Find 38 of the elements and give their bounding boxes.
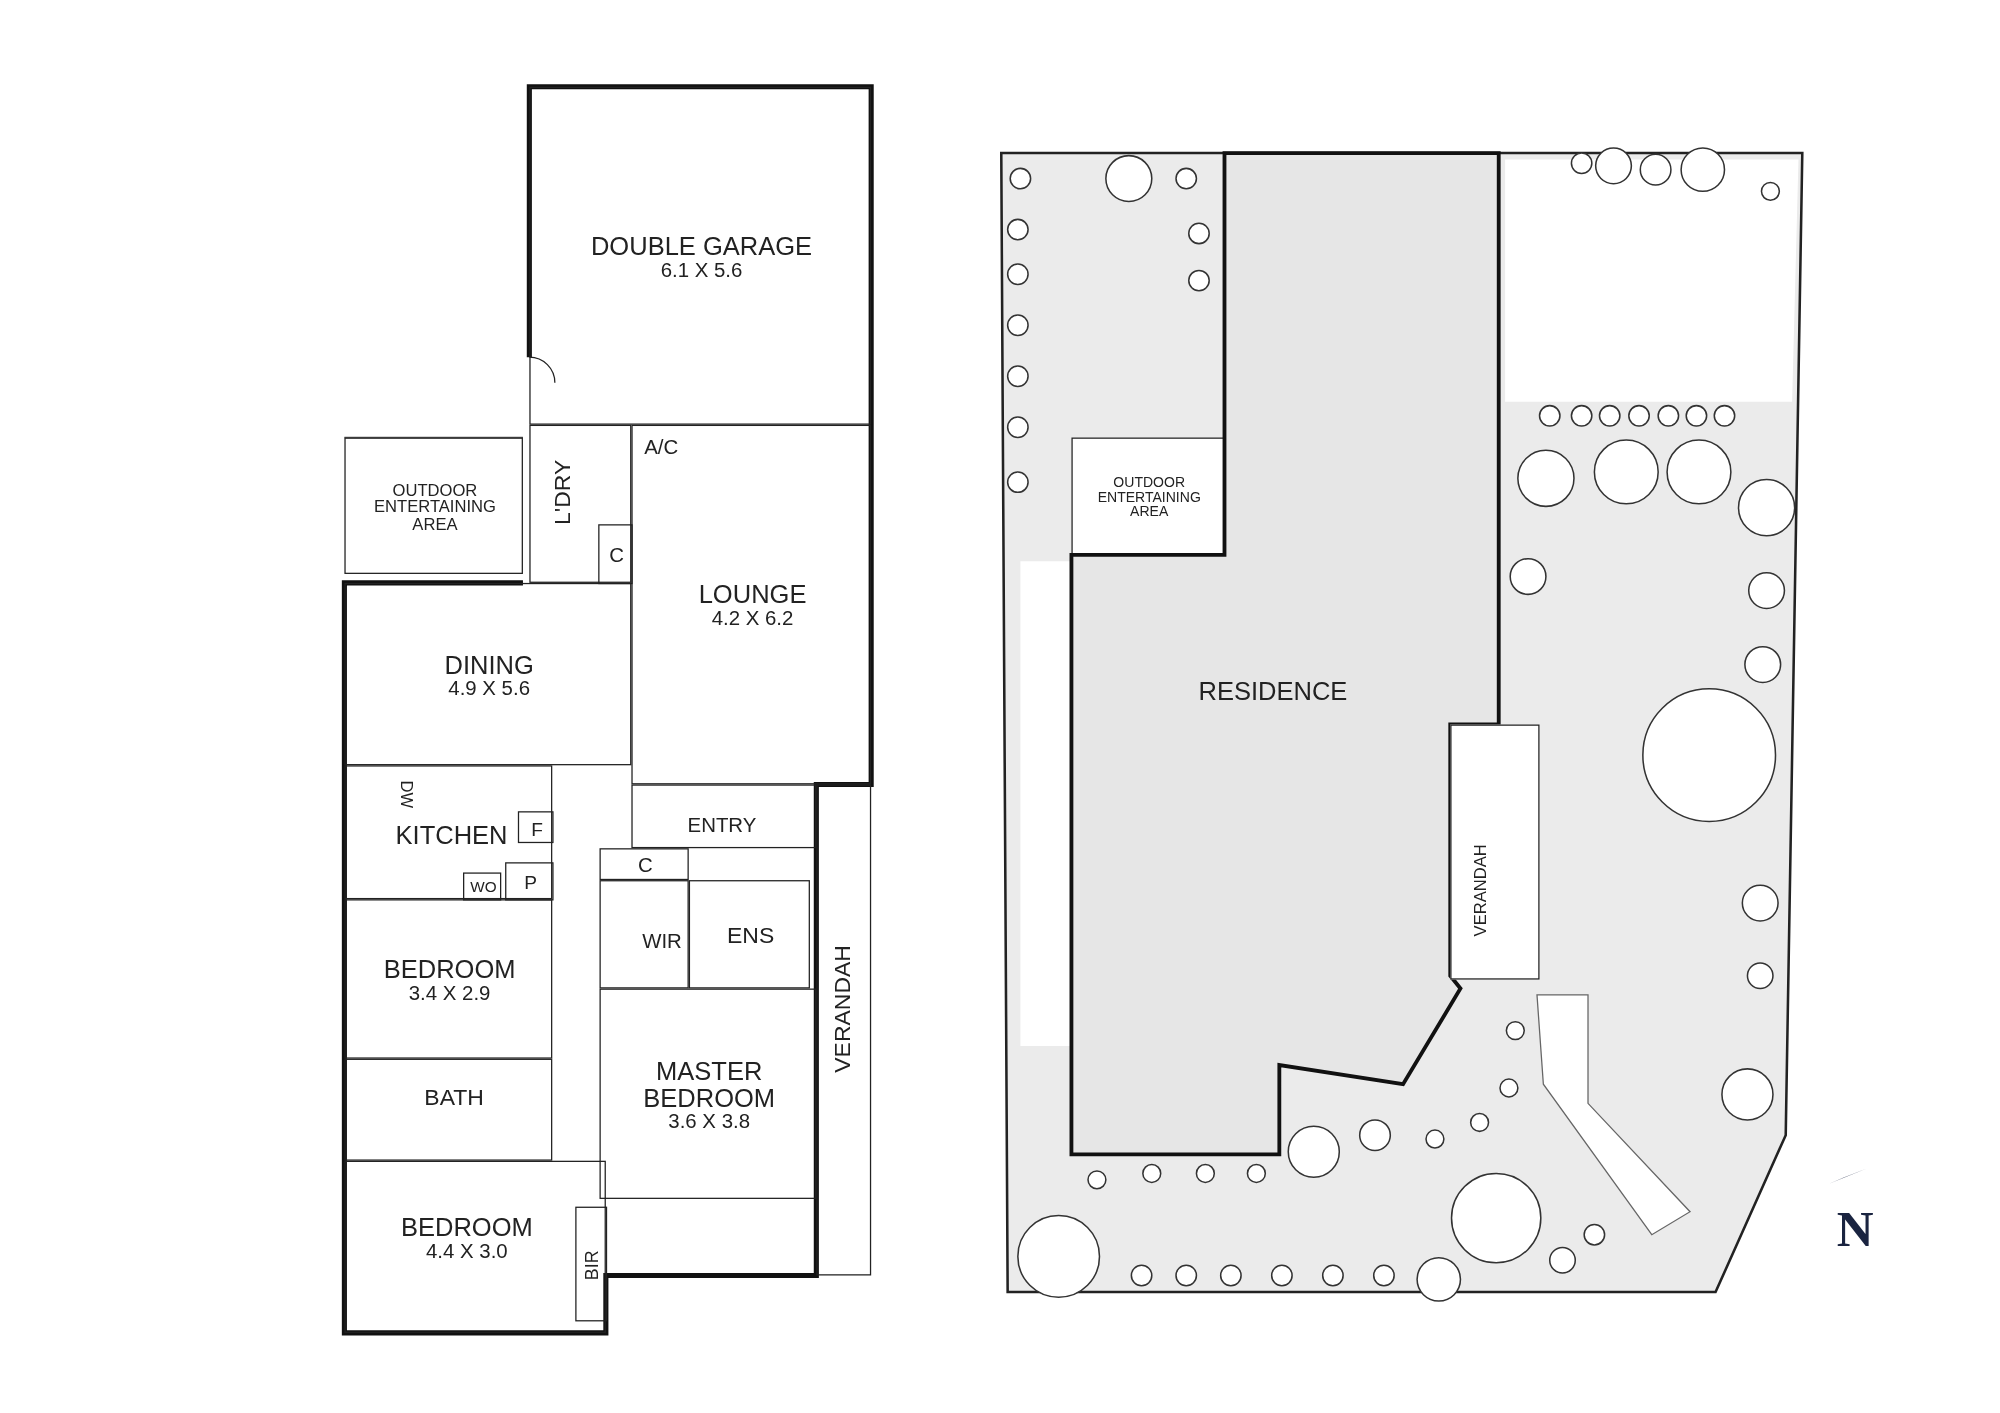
room-label: C: [609, 544, 625, 567]
equipment-label: A/C: [644, 436, 679, 460]
room-label: WO: [470, 879, 497, 896]
room-label: LOUNGE: [698, 581, 807, 609]
room-label: RESIDENCE: [1198, 677, 1348, 705]
room: [1071, 437, 1225, 555]
room-label: BEDROOM: [383, 956, 516, 983]
room: [517, 811, 554, 844]
room-dimensions: 3.4 X 2.9: [407, 982, 492, 1005]
room: [631, 424, 872, 785]
room-label: L'DRY: [550, 459, 575, 525]
room-dimensions: 4.4 X 3.0: [425, 1241, 509, 1263]
room-label: MASTER BEDROOM: [642, 1057, 777, 1112]
room: [529, 86, 872, 425]
room-label: BEDROOM: [400, 1214, 533, 1242]
room-label: OUTDOOR ENTERTAINING AREA: [373, 480, 497, 534]
room-label: ENS: [727, 923, 775, 948]
room-label: KITCHEN: [395, 822, 508, 849]
room-label: BIR: [582, 1250, 602, 1281]
room-label: DOUBLE GARAGE: [590, 232, 813, 260]
room-label: C: [638, 854, 653, 877]
room-dimensions: 6.1 X 5.6: [659, 259, 744, 282]
room-label: ENTRY: [687, 815, 757, 838]
north-label: N: [1836, 1199, 1874, 1259]
room-label: VERANDAH: [1472, 844, 1490, 937]
room-label: P: [524, 872, 537, 893]
room: [1450, 724, 1540, 980]
appliance-label: DW: [396, 780, 416, 809]
room-label: OUTDOOR ENTERTAINING AREA: [1096, 475, 1202, 520]
room-label: F: [531, 818, 543, 839]
room-label: BATH: [424, 1086, 484, 1111]
room-dimensions: 4.2 X 6.2: [710, 608, 795, 630]
room-dimensions: 3.6 X 3.8: [667, 1111, 751, 1133]
room-dimensions: 4.9 X 5.6: [447, 678, 531, 700]
room-label: DINING: [444, 651, 534, 679]
room: [1071, 153, 1499, 1155]
room-label: WIR: [642, 931, 682, 954]
room-label: VERANDAH: [831, 945, 856, 1073]
